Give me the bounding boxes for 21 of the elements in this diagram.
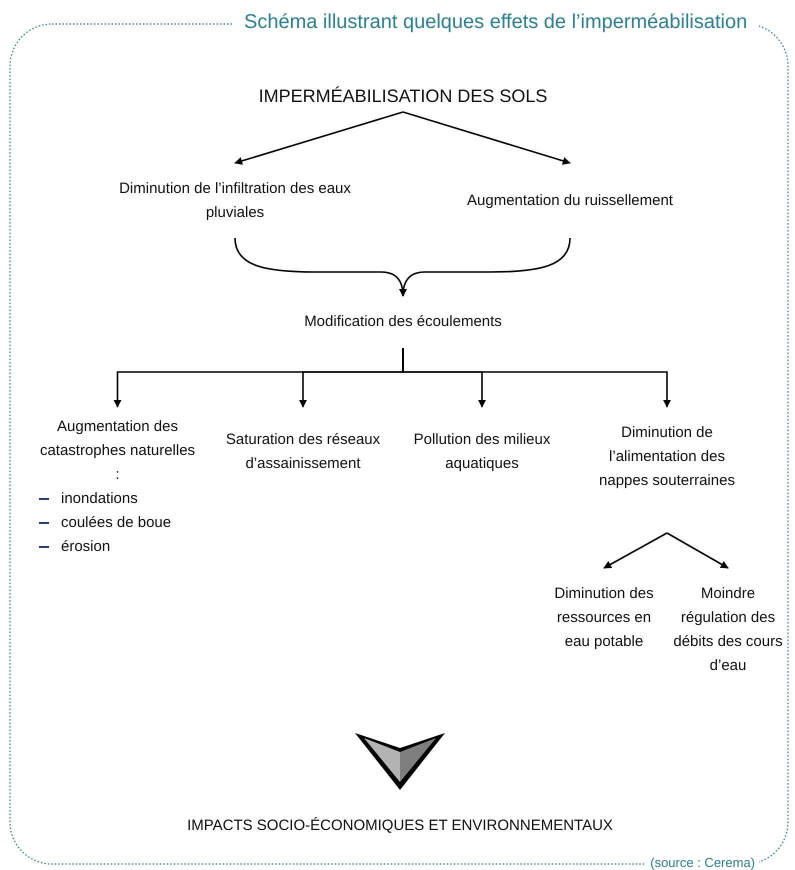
node-text: Diminution de l’alimentation des nappes souterraines [598,423,736,491]
arrow [603,532,668,569]
node-text: Saturation des réseaux d’assainissement [224,430,382,474]
node-text: Moindre régulation des débits des cours d’eau [672,584,784,676]
node-text: Diminution des ressources en eau potable [553,584,655,652]
node-text: Pollution des milieux aquatiques [412,430,552,474]
arrow [402,111,571,165]
node-text: Diminution de l’infiltration des eaux pluviales [118,178,352,222]
node-text: Augmentation du ruissellement [467,190,673,210]
arrow [234,111,404,165]
arrow [666,532,729,569]
node-text: Augmentation des catastrophes naturelles : [38,417,196,485]
chevron-arrow [355,733,445,790]
list-item-text: coulées de boue [61,513,172,533]
list-item-text: inondations [61,489,138,509]
node-text: IMPERMÉABILISATION DES SOLS [258,85,548,108]
arrow [399,238,571,297]
node-text: Modification des écoulements [304,312,502,332]
node-text: IMPACTS SOCIO-ÉCONOMIQUES ET ENVIRONNEMENTAUX [187,816,613,836]
arrow [402,348,671,408]
list-item-text: érosion [61,537,110,557]
